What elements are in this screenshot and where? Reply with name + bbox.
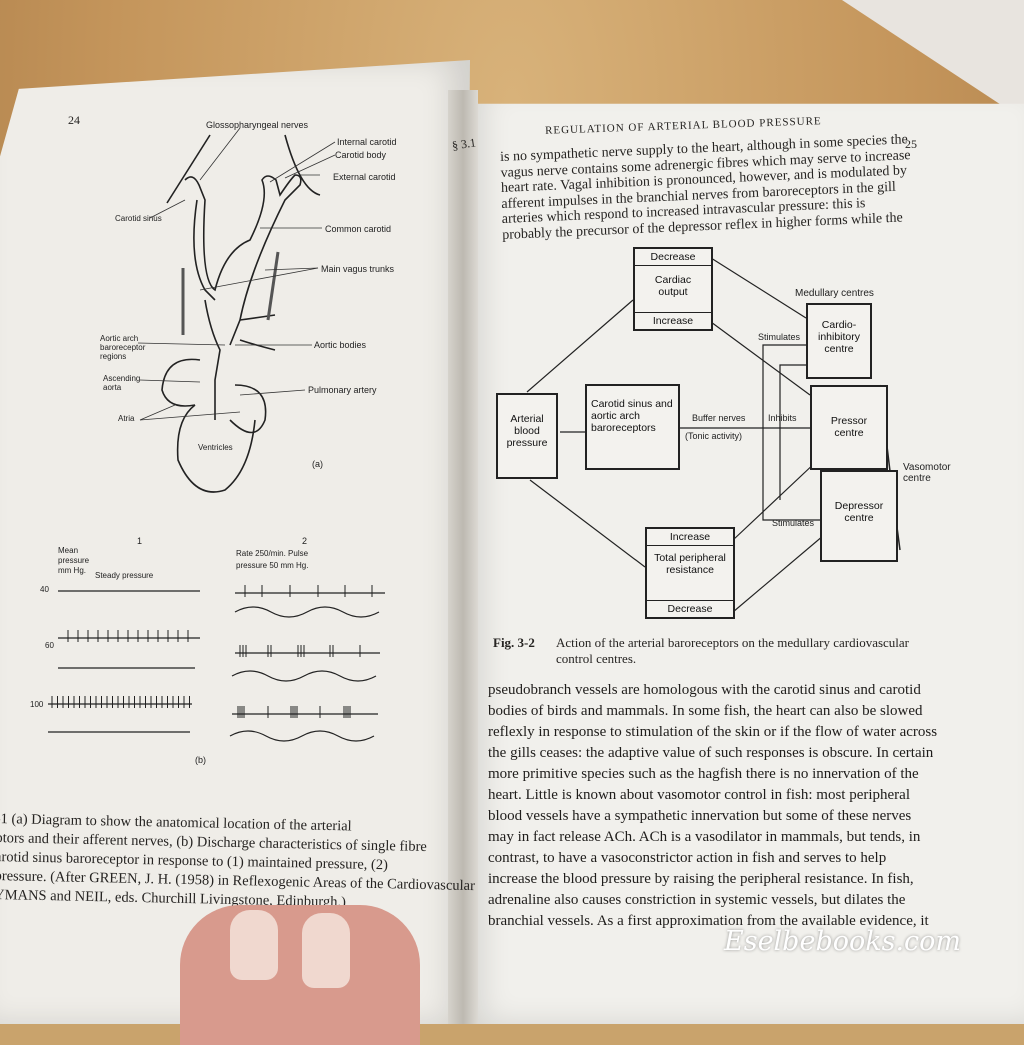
resistance-increase: Increase xyxy=(647,529,733,546)
arrow-resistance-to-arterial xyxy=(529,479,646,568)
label-line: regions xyxy=(100,352,127,361)
body-line: pseudobranch vessels are homologous with… xyxy=(488,682,921,698)
label-line: pressure xyxy=(58,556,90,565)
label-line: Aortic arch xyxy=(100,334,139,343)
tonic-activity-label: (Tonic activity) xyxy=(685,431,743,441)
body-line: branchial vessels. As a first approximat… xyxy=(488,913,929,929)
medullary-centres-label: Medullary centres xyxy=(795,288,874,299)
label-vagus-trunks: Main vagus trunks xyxy=(321,264,395,274)
label-line: baroreceptor xyxy=(100,343,146,352)
pulse-pressure-label: Rate 250/min. Pulse pressure 50 mm Hg. xyxy=(236,548,308,572)
label-atria: Atria xyxy=(118,414,135,423)
panel-a-label: (a) xyxy=(312,459,323,469)
level-60: 60 xyxy=(45,641,54,650)
cardiac-decrease: Decrease xyxy=(635,249,711,266)
label-external-carotid: External carotid xyxy=(333,172,396,182)
peripheral-resistance-box: Increase Total peripheral resistance Dec… xyxy=(645,527,735,619)
level-100: 100 xyxy=(30,700,44,709)
stimulates-bottom-label: Stimulates xyxy=(772,518,815,528)
body-line: increase the blood pressure by raising t… xyxy=(488,871,914,887)
label-ventricles: Ventricles xyxy=(198,443,233,452)
left-page xyxy=(0,60,470,1024)
arrow-to-decrease-resistance xyxy=(732,529,831,613)
arrow-to-increase-output xyxy=(710,321,811,396)
body-line: may in fact release ACh. ACh is a vasodi… xyxy=(488,829,921,845)
body-line: blood vessels have a sympathetic innerva… xyxy=(488,808,912,824)
book-gutter xyxy=(448,90,478,1024)
right-page-number: 25 xyxy=(905,137,917,151)
body-line: bodies of birds and mammals. In some fis… xyxy=(488,703,923,719)
label-carotid-sinus: Carotid sinus xyxy=(115,214,162,223)
resistance-label: Total peripheral resistance xyxy=(647,546,733,601)
body-line: heart. Little is known about vasomotor c… xyxy=(488,787,910,803)
label-line: Rate 250/min. Pulse xyxy=(236,549,309,558)
arrow-to-decrease-output xyxy=(710,257,807,319)
column-2-label: 2 xyxy=(302,536,308,546)
body-line: more primitive species such as the hagfi… xyxy=(488,766,919,782)
vasomotor-centre-label: Vasomotor centre xyxy=(903,462,951,484)
inhibits-label: Inhibits xyxy=(768,413,797,423)
label-internal-carotid: Internal carotid xyxy=(337,137,397,147)
cardiac-output-box: Decrease Cardiac output Increase xyxy=(633,247,713,331)
cardio-inhibitory-box: Cardio-inhibitory centre xyxy=(806,303,872,379)
label-common-carotid: Common carotid xyxy=(325,224,392,234)
stimulates-connector xyxy=(762,344,820,521)
body-line: the gills ceases: the adaptive value of … xyxy=(488,745,934,761)
depressor-box: Depressor centre xyxy=(820,470,898,562)
anatomy-diagram xyxy=(48,127,385,742)
arrow-cardiac-to-arterial xyxy=(526,299,634,393)
cardiac-output-label: Cardiac output xyxy=(635,266,711,313)
arrow-to-increase-resistance xyxy=(732,459,819,541)
cardiac-increase: Increase xyxy=(652,315,694,327)
label-pulmonary-artery: Pulmonary artery xyxy=(308,385,377,395)
body-line: contrast, to have a vasoconstrictor acti… xyxy=(488,850,887,866)
label-line: pressure 50 mm Hg. xyxy=(236,561,309,570)
body-line: reflexly in response to stimulation of t… xyxy=(488,724,938,740)
watermark: Eselbebooks.com xyxy=(724,926,962,957)
label-glossopharyngeal: Glossopharyngeal nerves xyxy=(206,120,309,130)
level-40: 40 xyxy=(40,585,49,594)
arterial-pressure-box: Arterial blood pressure xyxy=(496,393,558,479)
label-line: mm Hg. xyxy=(58,566,86,575)
label-carotid-body: Carotid body xyxy=(335,150,387,160)
label-line: aorta xyxy=(103,383,122,392)
figure-label: Fig. 3-2 xyxy=(493,635,535,650)
label-line: Ascending xyxy=(103,374,141,383)
fingernail xyxy=(302,913,350,988)
figure-caption-line: control centres. xyxy=(556,651,637,666)
buffer-nerves-label: Buffer nerves xyxy=(692,413,746,423)
right-page xyxy=(462,103,1024,1024)
panel-b-label: (b) xyxy=(195,755,206,765)
hand-holding-book xyxy=(180,905,420,1045)
figure-caption-line: Action of the arterial baroreceptors on … xyxy=(556,635,910,650)
carotid-baroreceptors-box: Carotid sinus and aortic arch barorecept… xyxy=(585,384,680,470)
body-line: adrenaline also causes constriction in s… xyxy=(488,892,906,908)
label-aortic-bodies: Aortic bodies xyxy=(314,340,367,350)
label-line: Mean xyxy=(58,546,79,555)
column-1-label: 1 xyxy=(137,536,143,546)
pressor-box: Pressor centre xyxy=(810,385,888,470)
fingernail xyxy=(230,910,278,980)
stimulates-top-label: Stimulates xyxy=(758,332,801,342)
left-page-number: 24 xyxy=(68,113,80,127)
resistance-decrease: Decrease xyxy=(667,603,713,615)
steady-pressure-label: Steady pressure xyxy=(95,571,154,580)
